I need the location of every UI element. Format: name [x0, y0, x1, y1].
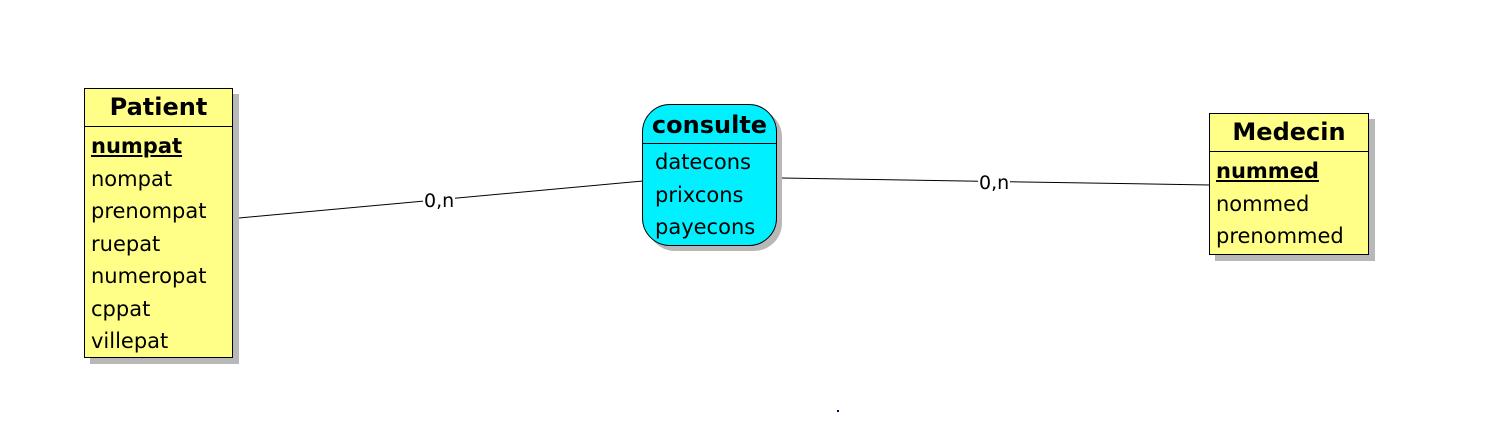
entity-patient-attributes: numpat nompat prenompat ruepat numeropat…	[85, 127, 232, 358]
attribute-payecons: payecons	[655, 215, 756, 239]
attribute-nompat: nompat	[91, 166, 173, 191]
stray-dot	[837, 410, 839, 412]
entity-patient-title: Patient	[85, 89, 232, 127]
attribute-prenommed: prenommed	[1216, 224, 1344, 248]
cardinality-consulte-medecin: 0,n	[978, 172, 1011, 194]
cardinality-patient-consulte: 0,n	[423, 190, 456, 212]
association-consulte-attributes: datecons prixcons payecons	[643, 144, 776, 244]
attribute-prixcons: prixcons	[655, 182, 744, 207]
association-consulte[interactable]: consulte datecons prixcons payecons	[642, 104, 777, 246]
entity-medecin-key: nummed	[1216, 159, 1319, 183]
attribute-cppat: cppat	[91, 296, 151, 321]
association-consulte-title: consulte	[643, 105, 776, 144]
entity-medecin-title: Medecin	[1210, 114, 1368, 152]
entity-medecin-attributes: nummed nommed prenommed	[1210, 152, 1368, 253]
attribute-prenompat: prenompat	[91, 199, 207, 223]
entity-medecin[interactable]: Medecin nummed nommed prenommed	[1209, 113, 1369, 255]
attribute-nommed: nommed	[1216, 191, 1310, 216]
attribute-numeropat: numeropat	[91, 264, 207, 288]
entity-patient[interactable]: Patient numpat nompat prenompat ruepat n…	[84, 88, 233, 358]
attribute-ruepat: ruepat	[91, 231, 161, 256]
entity-patient-key: numpat	[91, 134, 183, 158]
attribute-datecons: datecons	[655, 150, 751, 174]
attribute-villepat: villepat	[91, 329, 169, 353]
